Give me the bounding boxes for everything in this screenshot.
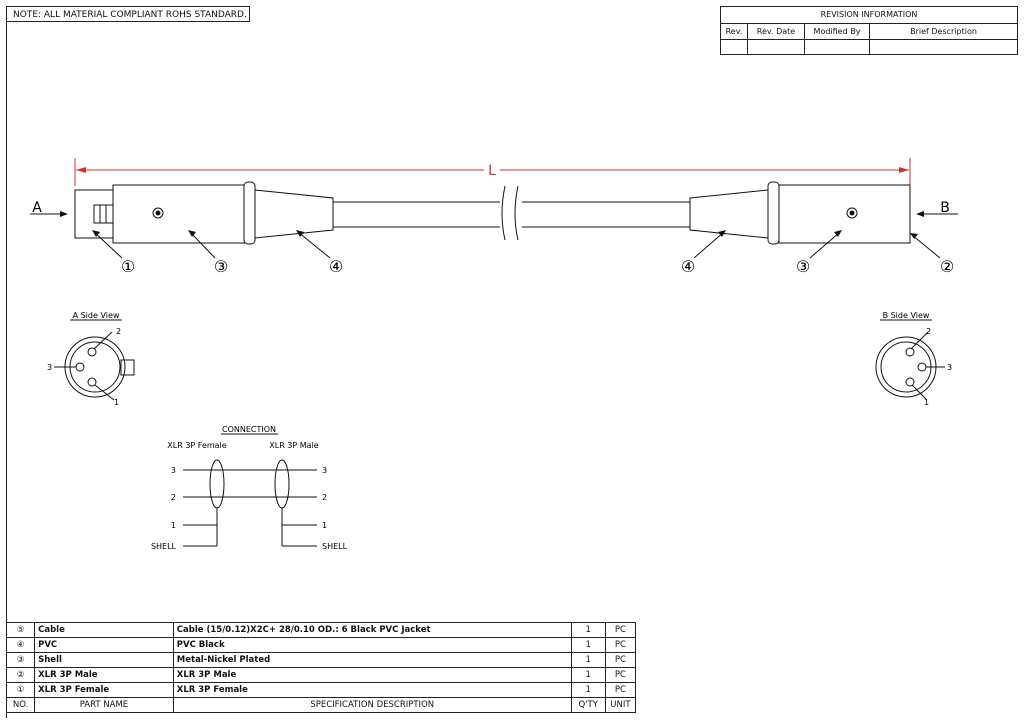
bom-spec: XLR 3P Male [172, 667, 572, 683]
bom-header-part: PART NAME [34, 697, 174, 713]
pin-1-a: 1 [114, 398, 119, 407]
bom-qty: 1 [570, 637, 606, 653]
pin-1-b: 1 [924, 398, 929, 407]
bom-row: ③ Shell Metal-Nickel Plated 1 PC [5, 652, 637, 668]
conn-right-shell: SHELL [322, 542, 348, 551]
rev-col-desc: Brief Description [869, 24, 1017, 40]
conn-left-3: 3 [171, 466, 176, 475]
bom-spec: Metal-Nickel Plated [172, 652, 572, 668]
callout-4: ④ [329, 257, 343, 276]
conn-right-3: 3 [322, 466, 327, 475]
length-label: L [488, 163, 496, 179]
bom-row: ⑤ Cable Cable (15/0.12)X2C+ 28/0.10 OD.:… [5, 622, 637, 638]
bom-no: ⑤ [5, 622, 36, 638]
side-view-a [54, 331, 135, 401]
bom-row: ④ PVC PVC Black 1 PC [5, 637, 637, 653]
conn-right-1: 1 [322, 521, 327, 530]
bom-part: PVC [34, 637, 174, 653]
pin-2-a: 2 [116, 327, 121, 336]
bom-unit: PC [604, 637, 637, 653]
pin-3-b: 3 [947, 363, 952, 372]
bom-unit: PC [604, 622, 637, 638]
callout-leaders-right [693, 231, 941, 259]
cable-body [333, 185, 690, 241]
side-view-b [875, 331, 945, 400]
right-connector [689, 181, 911, 245]
rev-col-modified: Modified By [804, 24, 870, 40]
bom-qty: 1 [570, 622, 606, 638]
bom-part: Cable [34, 622, 174, 638]
conn-right-2: 2 [322, 493, 327, 502]
bom-no: ④ [5, 637, 36, 653]
revision-table: Rev. Rev. Date Modified By Brief Descrip… [721, 24, 1017, 55]
connection-right-label: XLR 3P Male [269, 441, 319, 450]
bom-part: Shell [34, 652, 174, 668]
conn-left-shell: SHELL [151, 542, 177, 551]
bom-header-unit: UNIT [604, 697, 637, 713]
rev-col-rev: Rev. [721, 24, 748, 40]
bom-spec: Cable (15/0.12)X2C+ 28/0.10 OD.: 6 Black… [172, 622, 572, 638]
side-view-a-label: A Side View [73, 311, 120, 320]
bom-header-no: NO. [5, 697, 36, 713]
pin-2-b: 2 [926, 327, 931, 336]
end-a-label: A [32, 200, 42, 216]
bom-spec: PVC Black [172, 637, 572, 653]
end-b-label: B [940, 200, 950, 216]
callout-leaders-left [92, 230, 331, 259]
bom-header-spec: SPECIFICATION DESCRIPTION [172, 697, 572, 713]
bom-header-row: NO. PART NAME SPECIFICATION DESCRIPTION … [5, 697, 637, 713]
bom-no: ① [5, 682, 36, 698]
bom-row: ② XLR 3P Male XLR 3P Male 1 PC [5, 667, 637, 683]
side-view-b-label: B Side View [883, 311, 930, 320]
connection-wiring [183, 459, 317, 547]
rohs-note: NOTE: ALL MATERIAL COMPLIANT ROHS STANDA… [6, 6, 250, 22]
rev-col-date: Rev. Date [747, 24, 805, 40]
drawing-frame [6, 6, 1018, 718]
callout-1: ① [121, 257, 135, 276]
length-dimension: L [74, 158, 911, 186]
connection-left-label: XLR 3P Female [167, 441, 227, 450]
left-connector [74, 181, 334, 245]
bom-unit: PC [604, 682, 637, 698]
callout-3: ③ [214, 257, 228, 276]
connection-title: CONNECTION [222, 425, 276, 434]
callout-2-right: ② [940, 257, 954, 276]
rev-cell [747, 39, 805, 55]
conn-left-2: 2 [171, 493, 176, 502]
pin-3-a: 3 [47, 363, 52, 372]
conn-left-1: 1 [171, 521, 176, 530]
bom-unit: PC [604, 667, 637, 683]
bom-row: ① XLR 3P Female XLR 3P Female 1 PC [5, 682, 637, 698]
bom-no: ③ [5, 652, 36, 668]
callout-4-right: ④ [681, 257, 695, 276]
revision-title: REVISION INFORMATION [721, 7, 1017, 24]
rev-cell [721, 39, 748, 55]
bom-part: XLR 3P Male [34, 667, 174, 683]
bom-unit: PC [604, 652, 637, 668]
bom-qty: 1 [570, 682, 606, 698]
bom-qty: 1 [570, 667, 606, 683]
callout-3-right: ③ [796, 257, 810, 276]
bom-part: XLR 3P Female [34, 682, 174, 698]
bom-header-qty: Q'TY [570, 697, 606, 713]
rev-cell [804, 39, 870, 55]
bom-no: ② [5, 667, 36, 683]
bom-qty: 1 [570, 652, 606, 668]
bom-spec: XLR 3P Female [172, 682, 572, 698]
bill-of-materials: ⑤ Cable Cable (15/0.12)X2C+ 28/0.10 OD.:… [5, 622, 637, 713]
revision-block: REVISION INFORMATION Rev. Rev. Date Modi… [720, 6, 1018, 55]
